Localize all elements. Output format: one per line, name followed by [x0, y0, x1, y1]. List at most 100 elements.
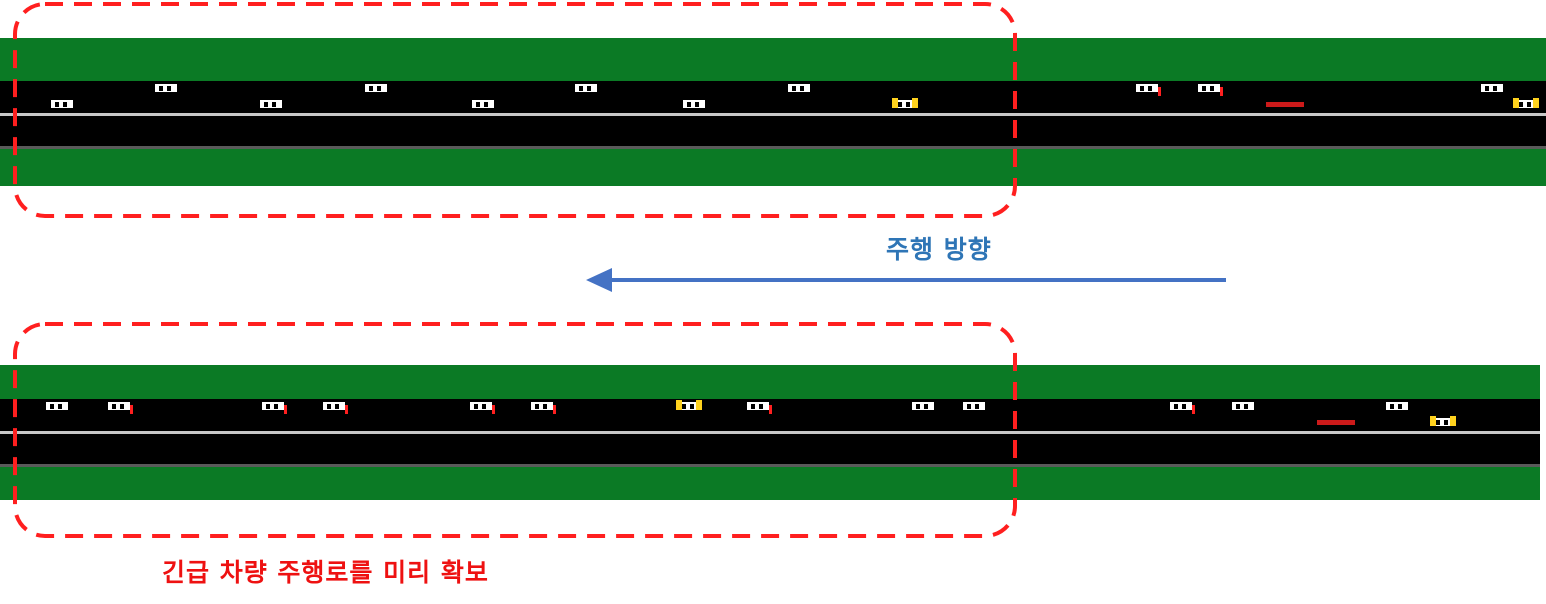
car-body — [323, 402, 345, 410]
car-window — [792, 86, 796, 91]
car-window — [1444, 420, 1448, 425]
car-window — [274, 404, 278, 409]
brake-light — [553, 405, 556, 414]
car-window — [967, 404, 971, 409]
car-window — [159, 86, 163, 91]
car-window — [377, 86, 381, 91]
car-window — [272, 102, 276, 107]
shoulder-line — [0, 146, 1546, 149]
car-window — [975, 404, 979, 409]
car-window — [474, 404, 478, 409]
car — [788, 84, 810, 92]
emergency-light — [1430, 416, 1436, 426]
car — [1386, 402, 1408, 410]
car-window — [898, 102, 902, 107]
emergency-light — [676, 400, 682, 410]
car — [1136, 84, 1161, 96]
emergency-light — [1450, 416, 1456, 426]
car-body — [365, 84, 387, 92]
car-window — [1390, 404, 1394, 409]
emergency-vehicle — [1513, 98, 1539, 108]
car — [46, 402, 68, 410]
car-body — [1386, 402, 1408, 410]
car-window — [687, 102, 691, 107]
car-window — [335, 404, 339, 409]
car-body — [108, 402, 130, 410]
car-body — [531, 402, 553, 410]
car — [683, 100, 705, 108]
emergency-light — [1533, 98, 1539, 108]
grass-bottom — [0, 149, 1546, 186]
car-window — [264, 102, 268, 107]
car-body — [894, 100, 916, 108]
car-body — [1170, 402, 1192, 410]
emergency-vehicle — [892, 98, 918, 108]
car-body — [1515, 100, 1537, 108]
car-body — [1232, 402, 1254, 410]
car-window — [543, 404, 547, 409]
car-window — [587, 86, 591, 91]
brake-light — [769, 405, 772, 414]
car-body — [262, 402, 284, 410]
car-window — [759, 404, 763, 409]
car — [531, 402, 556, 414]
car — [323, 402, 348, 414]
car — [912, 402, 934, 410]
brake-light — [130, 405, 133, 414]
car — [747, 402, 772, 414]
emergency-light — [696, 400, 702, 410]
lane-divider — [0, 113, 1546, 116]
car-window — [55, 102, 59, 107]
car-body — [678, 402, 700, 410]
car — [365, 84, 387, 92]
road-panel-after — [0, 365, 1540, 500]
car-window — [1236, 404, 1240, 409]
car-window — [924, 404, 928, 409]
brake-light-cluster — [1266, 102, 1304, 107]
car-window — [1527, 102, 1531, 107]
emergency-light — [892, 98, 898, 108]
car-window — [906, 102, 910, 107]
grass-bottom — [0, 467, 1540, 500]
car-window — [484, 102, 488, 107]
car-window — [369, 86, 373, 91]
brake-light — [284, 405, 287, 414]
car-window — [63, 102, 67, 107]
car-body — [788, 84, 810, 92]
car — [262, 402, 287, 414]
lane-divider — [0, 431, 1540, 434]
car-body — [1481, 84, 1503, 92]
car-window — [535, 404, 539, 409]
car-window — [690, 404, 694, 409]
car-body — [260, 100, 282, 108]
highlight-box-top — [13, 2, 1017, 218]
car — [1481, 84, 1503, 92]
car-window — [1244, 404, 1248, 409]
car-window — [112, 404, 116, 409]
emergency-light — [912, 98, 918, 108]
car-window — [682, 404, 686, 409]
road-panel-before — [0, 38, 1546, 186]
car-body — [575, 84, 597, 92]
car — [51, 100, 73, 108]
car-body — [1198, 84, 1220, 92]
grass-top — [0, 365, 1540, 399]
car-window — [1140, 86, 1144, 91]
car-window — [1485, 86, 1489, 91]
vehicles-after — [46, 400, 1456, 426]
car-window — [695, 102, 699, 107]
direction-arrow — [586, 268, 1226, 292]
car-window — [1398, 404, 1402, 409]
car-body — [1136, 84, 1158, 92]
car-window — [50, 404, 54, 409]
car-body — [963, 402, 985, 410]
car-window — [1519, 102, 1523, 107]
car-body — [472, 100, 494, 108]
brake-light-cluster — [1317, 420, 1355, 425]
car-window — [579, 86, 583, 91]
car-body — [1432, 418, 1454, 426]
car — [963, 402, 985, 410]
car-window — [1148, 86, 1152, 91]
car-body — [155, 84, 177, 92]
car — [575, 84, 597, 92]
